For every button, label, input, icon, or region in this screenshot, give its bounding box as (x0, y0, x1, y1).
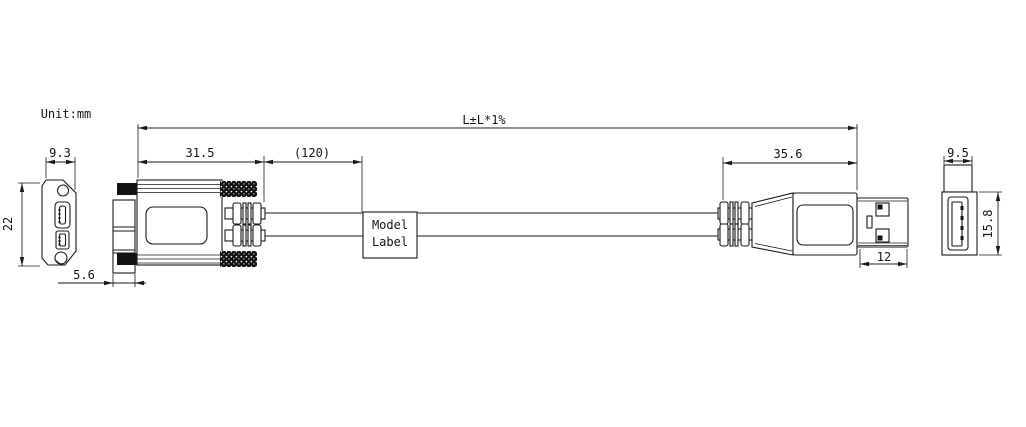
overmold-body (792, 192, 858, 256)
screw-hole-shading (56, 260, 65, 265)
strain-relief-right (717, 201, 754, 247)
dim-label-12: 12 (877, 250, 891, 264)
connector-body (136, 179, 223, 266)
body-label-recess-right (796, 204, 854, 246)
strain-relief-left (224, 202, 266, 247)
usb-a-shell (856, 197, 909, 248)
screw-head-top (117, 183, 137, 195)
model-label-line1: Model (372, 218, 408, 232)
dim-overall-length: L±L*1% (137, 113, 858, 190)
shell-slot (866, 215, 873, 229)
cable (265, 212, 722, 237)
dim-usb-front-width: 9.5 (943, 146, 973, 164)
dim-micro-front-width: 9.3 (45, 146, 76, 190)
model-label-line2: Label (372, 235, 408, 249)
knurled-knob-bottom (220, 251, 257, 267)
dim-micro-front-height: 22 (1, 182, 40, 267)
micro-usb-socket-upper (54, 201, 71, 229)
dim-label-position: (120) (264, 146, 363, 212)
dim-label-22: 22 (1, 217, 15, 231)
dim-label-overall-length: L±L*1% (462, 113, 506, 127)
micro-usb-socket-lower (55, 230, 70, 250)
dim-label-120: (120) (294, 146, 330, 160)
screw-head-bottom (117, 253, 137, 265)
dim-micro-flange-depth: 5.6 (58, 268, 146, 287)
shell-hole-top (875, 202, 890, 217)
usb-a-opening (947, 196, 969, 251)
body-label-recess (145, 206, 208, 245)
boot-taper (751, 192, 794, 256)
shell-hole-bottom (875, 228, 890, 243)
usb-a-front-view (941, 164, 978, 256)
dim-label-31-5: 31.5 (186, 146, 215, 160)
unit-label: Unit:mm (41, 107, 92, 121)
model-label-box: Model Label (362, 211, 418, 259)
micro-usb-front-view (41, 179, 77, 266)
usb-a-side-view (717, 192, 909, 256)
knurled-knob-top (220, 181, 257, 197)
dim-usb-front-height: 15.8 (979, 191, 1002, 256)
shell-front-silhouette (943, 164, 973, 193)
screw-hole-top (56, 184, 70, 197)
dim-label-9-3: 9.3 (49, 146, 71, 160)
usb-a-tongue (951, 201, 963, 247)
dim-label-15-8: 15.8 (981, 210, 995, 239)
dim-usb-shell-length: 12 (859, 249, 908, 268)
dim-micro-connector-length: 31.5 (138, 146, 265, 202)
micro-usb-side-view (112, 179, 266, 274)
dim-label-5-6: 5.6 (73, 268, 95, 282)
dim-label-35-6: 35.6 (774, 147, 803, 161)
dim-label-9-5: 9.5 (947, 146, 969, 160)
dim-usb-a-connector-length: 35.6 (722, 147, 857, 200)
